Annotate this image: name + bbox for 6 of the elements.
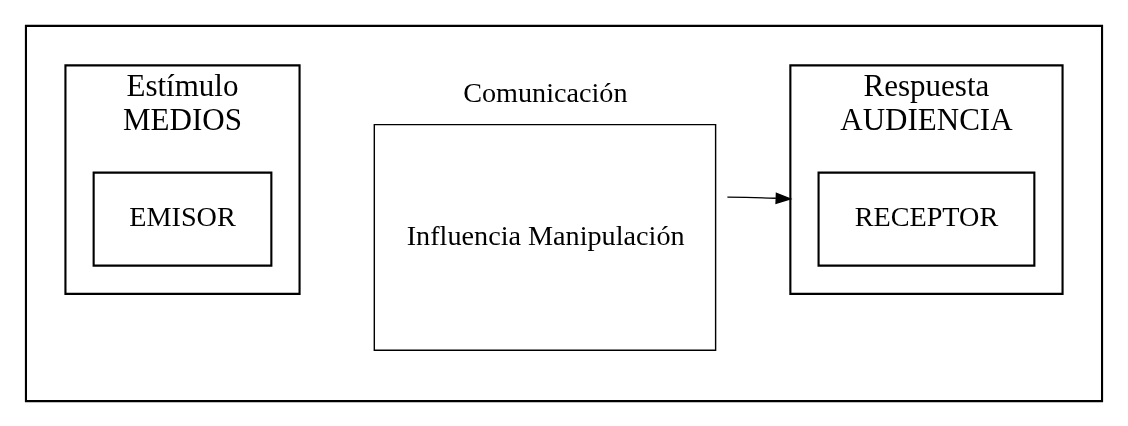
node-box: RECEPTOR — [817, 171, 1036, 267]
node-box: EMISOR — [92, 171, 273, 267]
node-box: Influencia Manipulación — [373, 123, 717, 351]
node-label: Comunicación — [463, 76, 628, 108]
cluster — [24, 24, 1104, 402]
arrow — [726, 191, 793, 204]
